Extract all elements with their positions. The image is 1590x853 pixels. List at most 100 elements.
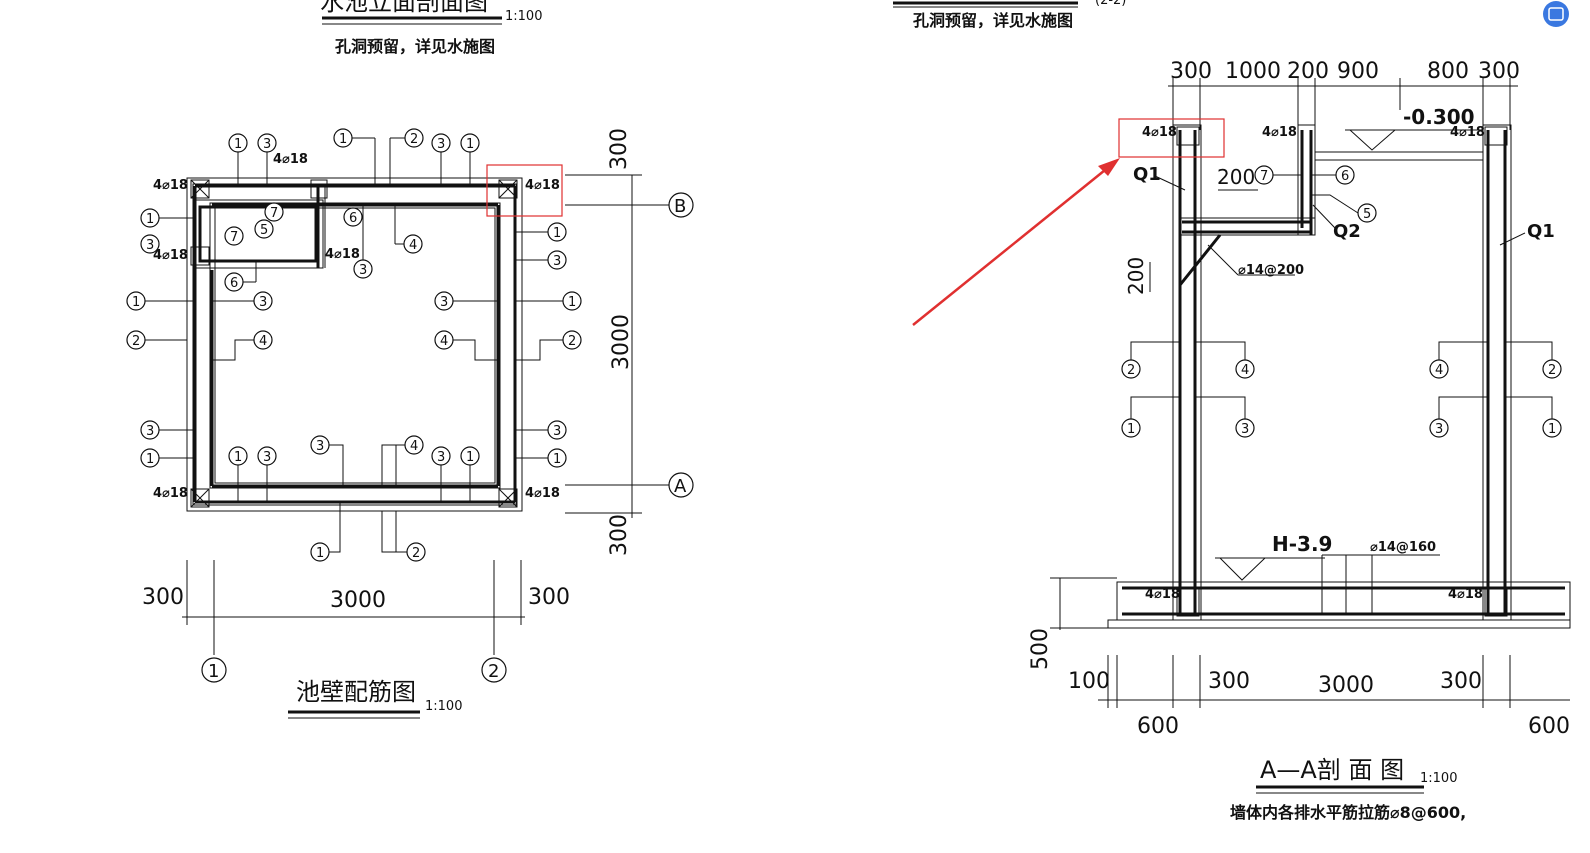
svg-text:3: 3 (437, 450, 445, 465)
corner-bar-label: 4⌀18 (325, 247, 360, 262)
svg-text:3: 3 (1435, 422, 1443, 437)
dim-top: 300 (1478, 59, 1520, 84)
wall-label-q2: Q2 (1333, 221, 1361, 242)
svg-text:4: 4 (1435, 363, 1443, 378)
rebar-slab-label: ⌀14@160 (1370, 540, 1436, 555)
elevation-marker-top (1348, 129, 1397, 151)
svg-text:1: 1 (1127, 422, 1135, 437)
svg-text:5: 5 (1363, 207, 1371, 222)
dims-bottom-left: 300 3000 300 1 2 (142, 560, 570, 683)
svg-text:1: 1 (146, 212, 154, 227)
axis-label-B: B (674, 196, 686, 217)
corner-column-tl (190, 179, 210, 199)
svg-text:1: 1 (146, 452, 154, 467)
svg-text:2: 2 (132, 334, 140, 349)
dim-bottom: 300 (1440, 669, 1482, 694)
corner-bar-label: 4⌀18 (153, 178, 188, 193)
svg-text:7: 7 (230, 230, 238, 245)
wall-left (1172, 124, 1202, 621)
svg-text:3: 3 (440, 295, 448, 310)
highlight-box-right (1118, 118, 1225, 158)
svg-text:1: 1 (132, 295, 140, 310)
dim-3000-bottom: 3000 (330, 588, 386, 613)
corner-column-br (498, 488, 518, 508)
corner-bar-label: 4⌀18 (1145, 587, 1180, 602)
rebar-haunch-label: ⌀14@200 (1238, 263, 1304, 278)
small-chamber (192, 199, 324, 269)
right-drawing-scale: 1:100 (1420, 771, 1457, 786)
svg-text:1: 1 (339, 132, 347, 147)
svg-text:4: 4 (409, 238, 417, 253)
svg-text:6: 6 (230, 276, 238, 291)
svg-text:7: 7 (1260, 169, 1268, 184)
corner-bar-label: 4⌀18 (153, 248, 188, 263)
svg-text:4: 4 (440, 334, 448, 349)
svg-text:1: 1 (553, 226, 561, 241)
svg-text:7: 7 (270, 206, 278, 221)
svg-text:3: 3 (359, 263, 367, 278)
dim-200-h: 200 (1217, 165, 1255, 189)
svg-text:2: 2 (410, 132, 418, 147)
svg-text:1: 1 (553, 452, 561, 467)
dim-300-left: 300 (142, 585, 184, 610)
dim-bottom2: 600 (1528, 714, 1570, 739)
dim-top: 200 (1287, 59, 1329, 84)
svg-text:3: 3 (553, 424, 561, 439)
svg-text:2: 2 (1127, 363, 1135, 378)
dim-200-v: 200 (1124, 257, 1148, 295)
dim-bottom: 300 (1208, 669, 1250, 694)
corner-bar-label: 4⌀18 (273, 152, 308, 167)
chamber-slab (1179, 217, 1316, 236)
axis-1-bubble (201, 657, 227, 683)
app-corner-icon[interactable] (1543, 1, 1569, 27)
top-title-left: 水池立面剖面图 (320, 0, 488, 16)
annotation-arrow-head (1098, 158, 1120, 176)
wall-label-q1: Q1 (1527, 221, 1555, 242)
dim-bottom: 3000 (1318, 673, 1374, 698)
svg-text:2: 2 (568, 334, 576, 349)
axis-label-2: 2 (488, 661, 499, 682)
svg-text:3: 3 (259, 295, 267, 310)
svg-text:3: 3 (263, 450, 271, 465)
svg-text:2: 2 (1548, 363, 1556, 378)
right-section-drawing: (2-2) 孔洞预留，详见水施图 300 1000 200 900 800 30… (893, 0, 1571, 822)
inner-wall-outline (209, 202, 501, 489)
top-scale-left: 1:100 (505, 9, 542, 24)
highlight-box-left (486, 164, 563, 217)
svg-text:1: 1 (466, 450, 474, 465)
dim-top: 300 (1170, 59, 1212, 84)
svg-text:1: 1 (234, 450, 242, 465)
corner-bar-label: 4⌀18 (525, 486, 560, 501)
dims-bottom-right: 100 300 3000 300 600 600 (1068, 655, 1570, 739)
elevation-top: -0.300 (1403, 105, 1475, 129)
svg-text:1: 1 (568, 295, 576, 310)
dims-top-right: 300 1000 200 900 800 300 -0.300 (1168, 59, 1520, 151)
axis-2-bubble (481, 657, 507, 683)
corner-bar-label: 4⌀18 (153, 486, 188, 501)
dim-500: 500 (1028, 628, 1053, 670)
axis-label-1: 1 (208, 661, 219, 682)
corner-bar-label: 4⌀18 (1448, 587, 1483, 602)
svg-text:3: 3 (1241, 422, 1249, 437)
dim-3000-v: 3000 (609, 314, 634, 370)
svg-text:3: 3 (316, 439, 324, 454)
corner-bar-label: 4⌀18 (525, 178, 560, 193)
svg-text:1: 1 (234, 137, 242, 152)
rebar-markers-left: 1 3 1 2 3 1 1 3 7 5 7 6 6 4 3 1 (126, 128, 582, 562)
rebar-markers-right: 7 6 5 2 4 1 3 4 2 3 1 (1121, 165, 1562, 438)
bottom-note: 墙体内各排水平筋拉筋⌀8@600, (1230, 803, 1466, 822)
svg-text:3: 3 (146, 238, 154, 253)
axis-B-bubble (668, 192, 694, 218)
corner-bar-label: 4⌀18 (1450, 125, 1485, 140)
haunch-bar (1178, 234, 1222, 286)
left-drawing-title: 池壁配筋图 (296, 678, 416, 706)
dims-vertical-left: 300 3000 300 B A (565, 128, 694, 556)
blinding-layer (1107, 619, 1571, 629)
svg-text:5: 5 (260, 223, 268, 238)
dim-top: 900 (1337, 59, 1379, 84)
corner-bar-label: 4⌀18 (1142, 125, 1177, 140)
elevation-bottom: H-3.9 (1272, 532, 1332, 556)
dim-top: 1000 (1225, 59, 1281, 84)
svg-text:3: 3 (146, 424, 154, 439)
